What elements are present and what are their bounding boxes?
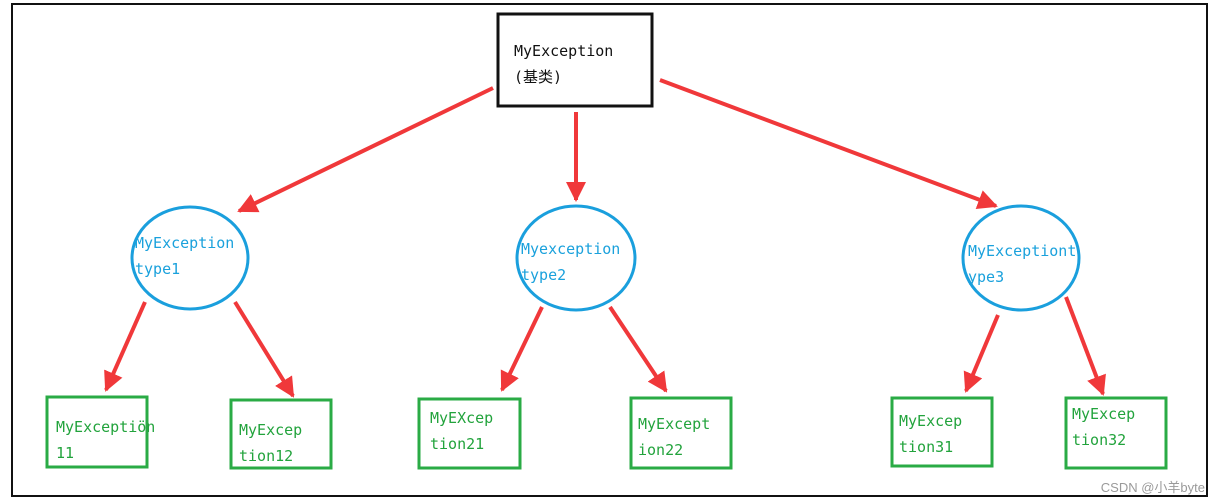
- leaf31-label-line2: tion31: [899, 438, 954, 456]
- type2-label: Myexception type2: [521, 236, 620, 288]
- arrow-type3-to-leaf31: [963, 314, 1000, 393]
- diagram-frame: [11, 3, 1208, 497]
- leaf22-label-line2: ion22: [638, 441, 684, 459]
- root-node-box: [496, 12, 654, 108]
- arrow-root-to-type3: [659, 78, 998, 210]
- leaf31-box: [890, 396, 994, 468]
- arrow-type2-to-leaf21: [500, 306, 544, 392]
- leaf31-label-line1: MyExcep: [899, 412, 963, 430]
- leaf22-box: [629, 396, 733, 470]
- leaf31-label: MyExcep tion31: [899, 408, 962, 460]
- type1-ellipse: [130, 205, 250, 311]
- type2-ellipse: [515, 204, 637, 312]
- arrow-type1-to-leaf11: [104, 301, 147, 392]
- type1-label-line1: MyException: [135, 234, 235, 252]
- root-label-line2: (基类): [514, 68, 563, 86]
- leaf32-label-line2: tion32: [1072, 431, 1127, 449]
- type3-label-line1: MyExceptiont: [968, 242, 1077, 260]
- arrow-type3-to-leaf32: [1064, 296, 1106, 396]
- root-arrows: [237, 78, 998, 213]
- leaf32-label: MyExcep tion32: [1072, 401, 1135, 453]
- type1-label: MyException type1: [135, 230, 234, 282]
- leaf11-label-line2: 11: [56, 444, 75, 462]
- type2-label-line1: Myexception: [521, 240, 621, 258]
- leaf32-box: [1064, 396, 1168, 470]
- arrow-type2-to-leaf22: [608, 305, 668, 393]
- type2-label-line2: type2: [521, 266, 567, 284]
- type-nodes: [130, 204, 1081, 312]
- leaf21-label-line1: MyEXcep: [430, 409, 494, 427]
- leaf32-label-line1: MyExcep: [1072, 405, 1136, 423]
- type-arrows: [104, 296, 1106, 398]
- leaf11-label-line1: MyExceptiön: [56, 418, 156, 436]
- leaf21-label: MyEXcep tion21: [430, 405, 493, 457]
- leaf-nodes: [45, 395, 1168, 470]
- leaf21-box: [417, 397, 522, 470]
- root-node-label: MyException (基类): [514, 38, 613, 90]
- arrow-type1-to-leaf12: [233, 300, 295, 398]
- type3-label: MyExceptiont ype3: [968, 238, 1076, 290]
- leaf12-label: MyExcep tion12: [239, 417, 302, 469]
- root-label-line1: MyException: [514, 42, 614, 60]
- leaf22-label: MyExcept ion22: [638, 411, 710, 463]
- leaf12-box: [229, 398, 333, 470]
- type3-ellipse: [961, 204, 1081, 312]
- leaf21-label-line2: tion21: [430, 435, 485, 453]
- watermark-text: CSDN @小羊byte: [1100, 480, 1205, 495]
- leaf11-box: [45, 395, 149, 469]
- leaf11-label: MyExceptiön 11: [56, 414, 155, 466]
- leaf12-label-line1: MyExcep: [239, 421, 303, 439]
- type3-label-line2: ype3: [968, 268, 1005, 286]
- leaf22-label-line1: MyExcept: [638, 415, 711, 433]
- leaf12-label-line2: tion12: [239, 447, 294, 465]
- arrow-root-to-type1: [237, 86, 494, 213]
- type1-label-line2: type1: [135, 260, 181, 278]
